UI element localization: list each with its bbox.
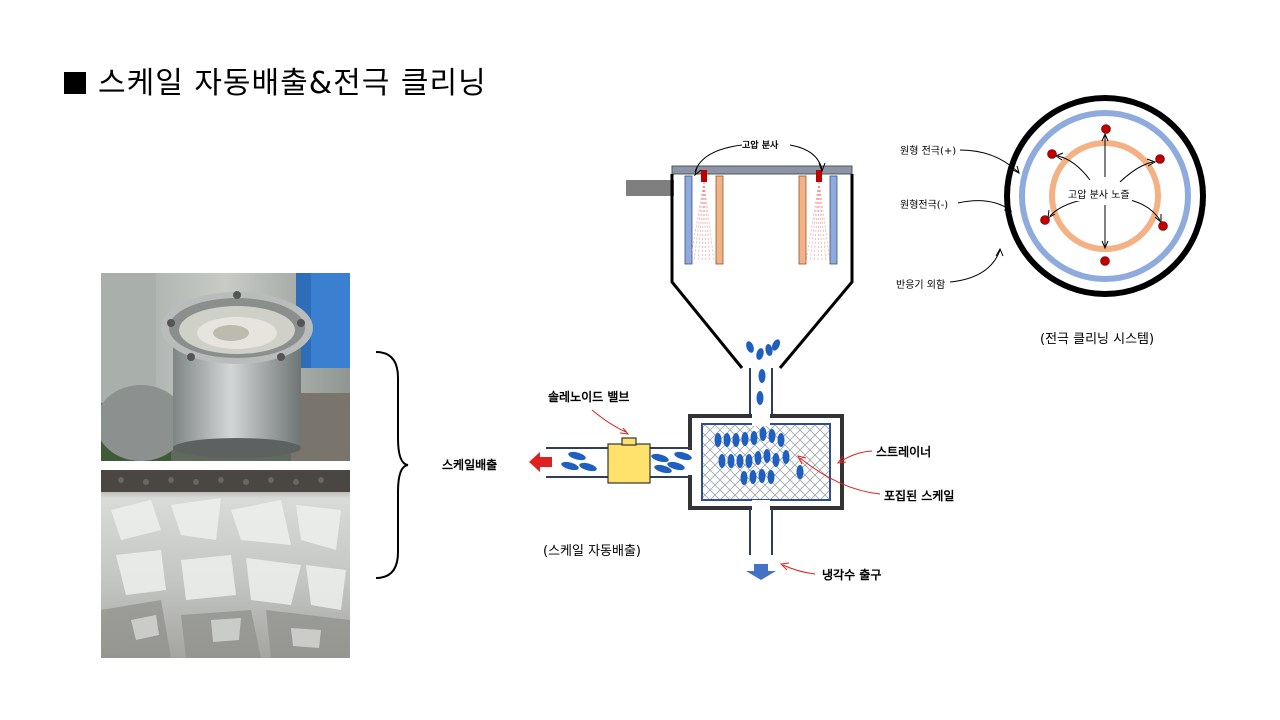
electrode-blue-left [684, 175, 693, 265]
label-scale-discharge: 스케일배출 [442, 458, 498, 472]
caption-scale-discharge: (스케일 자동배출) [543, 544, 641, 559]
label-ring-electrode-minus: 원형전극(-) [900, 200, 949, 211]
vessel-body [670, 174, 854, 369]
spray-nozzle-left [701, 170, 707, 182]
caption-electrode-cleaning: (전극 클리닝 시스템) [1040, 332, 1155, 347]
right-curly-brace-icon [375, 351, 409, 579]
label-ring-electrode-plus: 원형 전극(+) [900, 146, 957, 157]
black-square-icon [64, 72, 86, 94]
solenoid-valve-cap [621, 437, 637, 446]
label-reactor-housing: 반응기 외함 [896, 280, 946, 291]
electrode-orange-left [715, 175, 724, 265]
slide-title: 스케일 자동배출&전극 클리닝 [64, 58, 487, 102]
label-strainer: 스트레이너 [876, 445, 932, 459]
scale-discharge-diagram [529, 144, 881, 580]
falling-scale [746, 339, 781, 405]
label-solenoid-valve: 솔레노이드 밸브 [548, 390, 630, 404]
red-left-arrow-icon [529, 452, 552, 472]
label-captured-scale: 포집된 스케일 [884, 489, 955, 503]
label-cooling-water-outlet: 냉각수 출구 [822, 568, 882, 582]
discharged-scale [561, 451, 692, 474]
spray-nozzle-right [816, 170, 822, 182]
captured-scale [714, 427, 804, 485]
ring-electrode-minus [1019, 110, 1191, 282]
electrode-blue-right [829, 175, 838, 265]
blue-down-arrow-icon [746, 564, 776, 580]
label-spray-nozzle: 고압 분사 노즐 [1066, 186, 1132, 201]
slide-title-text: 스케일 자동배출&전극 클리닝 [98, 66, 487, 101]
photo-scale-flakes [101, 470, 350, 658]
electrode-cleaning-diagram [949, 95, 1206, 297]
electrode-orange-right [798, 175, 807, 265]
label-high-pressure-spray: 고압 분사 [742, 141, 779, 151]
photo-strainer-housing [101, 273, 350, 461]
spray-jets [689, 181, 831, 263]
top-plate [671, 165, 853, 175]
solenoid-valve-body [607, 443, 651, 484]
inlet-pipe [626, 180, 674, 196]
